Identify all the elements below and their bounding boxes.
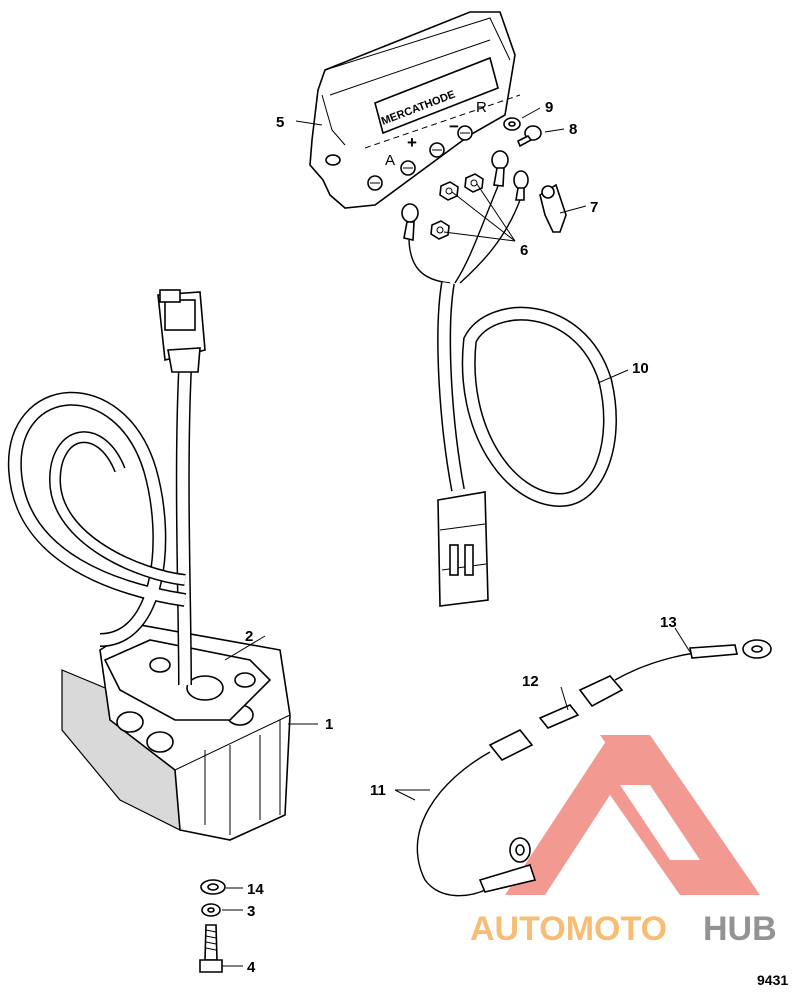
figure-id: 9431 [757,972,788,988]
callout-7: 7 [590,199,598,216]
callout-1: 1 [325,716,333,733]
terminal-label-a: A [385,152,395,169]
nuts-6 [430,173,484,240]
terminal-label-r: R [476,99,487,116]
washer-9 [503,117,521,131]
callout-9: 9 [545,99,553,116]
harness-wires [408,185,617,508]
terminal-label-minus: − [449,117,459,136]
fuse-holder-12 [538,675,624,729]
callout-5: 5 [276,114,284,131]
callout-2: 2 [245,628,253,645]
fuse-lead-13 [614,639,772,681]
ring-terminals [401,150,529,241]
screw-8 [516,125,542,148]
callout-14: 14 [247,881,264,898]
callout-11: 11 [370,782,386,799]
callout-3: 3 [247,903,255,920]
leader-lines [222,107,691,967]
callout-numbers: 1 2 3 4 5 6 7 8 9 10 11 12 13 14 [245,99,677,976]
bolt-4 [199,924,223,973]
terminal-studs [367,125,473,191]
mercathode-module: MERCATHODE A + − R [309,11,521,209]
electrode-connector [157,289,206,373]
watermark-text: AUTOMOTO HUB [470,910,777,948]
fuse-lead-11 [416,728,537,897]
callout-6: 6 [520,242,528,259]
terminal-boot-7 [539,183,567,233]
terminal-label-plus: + [407,133,417,152]
watermark-word-orange: AUTOMOTO [470,910,667,948]
callout-13: 13 [660,614,677,631]
watermark-word-gray: HUB [703,910,777,948]
washer-14 [200,879,226,895]
watermark-logo [505,735,760,895]
callout-4: 4 [247,959,256,976]
electrode-cable [7,369,192,686]
callout-12: 12 [522,673,539,690]
callout-8: 8 [569,121,577,138]
harness-connector [437,491,489,607]
callout-10: 10 [632,360,649,377]
lock-washer-3 [201,903,221,917]
